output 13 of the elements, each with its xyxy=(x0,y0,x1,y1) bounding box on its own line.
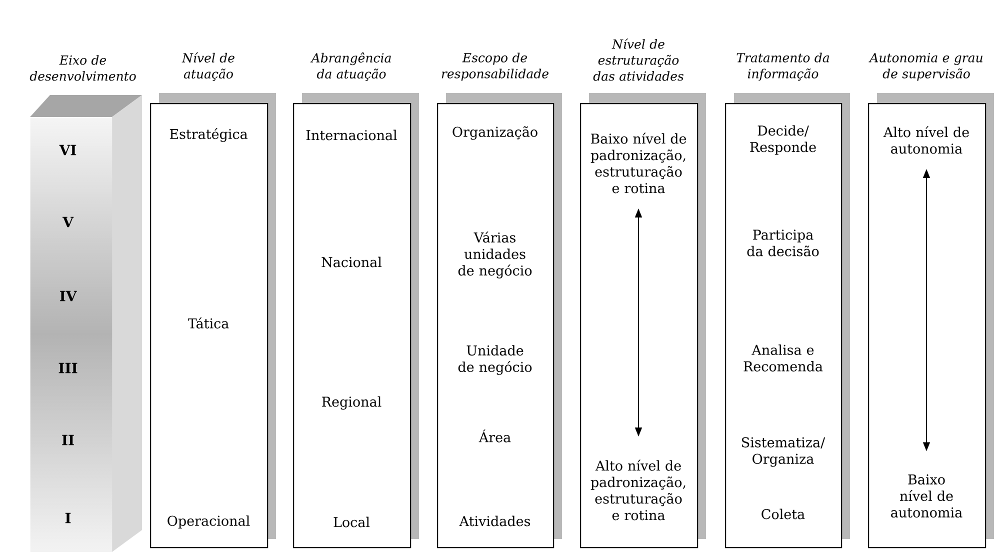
column-heading: Nível de atuação xyxy=(182,52,234,81)
column-heading: Eixo de desenvolvimento xyxy=(30,55,136,81)
roman-numeral: I xyxy=(65,512,71,524)
roman-numeral: V xyxy=(62,216,74,228)
column-heading: Autonomia e grau de supervisão xyxy=(868,53,982,81)
roman-numeral: III xyxy=(58,362,78,374)
column-heading: Nível de estruturação das atividades xyxy=(593,38,684,81)
roman-numeral: II xyxy=(62,434,74,446)
column-heading: Escopo de responsabilidade xyxy=(442,52,548,81)
roman-numeral: IV xyxy=(60,290,77,302)
column-heading: Abrangência da atuação xyxy=(310,52,391,81)
roman-numeral: VI xyxy=(59,144,76,156)
column-heading: Tratamento da informação xyxy=(736,52,829,81)
